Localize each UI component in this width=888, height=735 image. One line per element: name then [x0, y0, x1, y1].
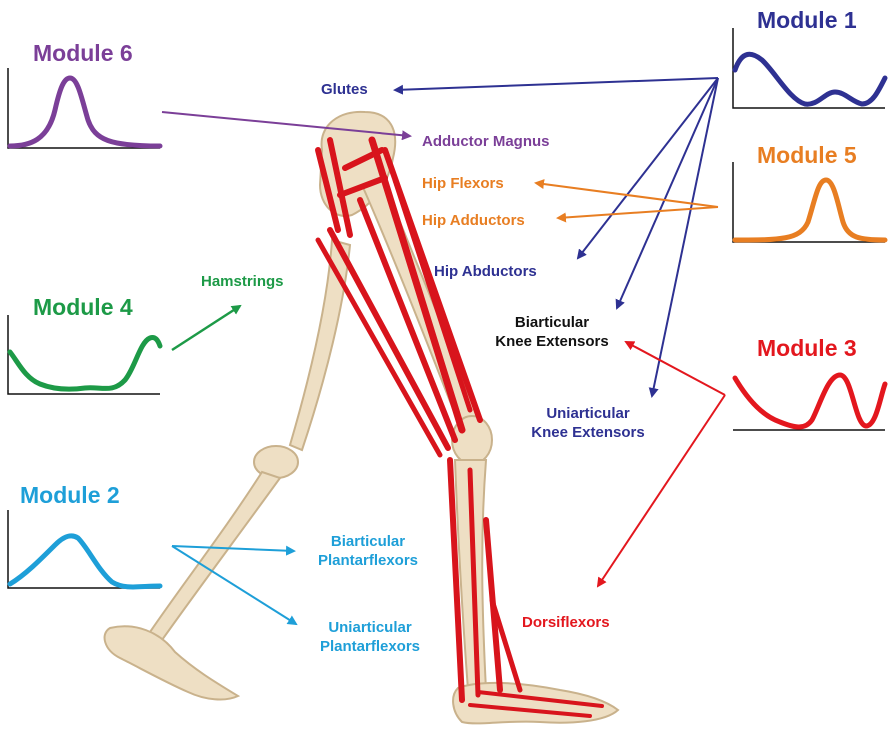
label-hip-adductors: Hip Adductors: [422, 211, 525, 230]
module-4-arrows: [172, 306, 240, 350]
label-glutes: Glutes: [321, 80, 368, 99]
label-adductor-magnus: Adductor Magnus: [422, 132, 550, 151]
module-4-activation-plot: [8, 315, 160, 394]
label-line: Uniarticular: [300, 618, 440, 637]
label-line: Knee Extensors: [522, 423, 654, 442]
label-uniarticular-knee-extensors: Uniarticular Knee Extensors: [522, 404, 654, 442]
arrow-module4-hamstrings: [172, 306, 240, 350]
activation-curve-icon: [735, 180, 885, 240]
module-1-activation-plot: [733, 28, 885, 108]
label-hip-abductors: Hip Abductors: [434, 262, 537, 281]
arrow-module3-biarticular-knee-extensors: [626, 342, 725, 395]
activation-curve-icon: [735, 375, 885, 427]
arrow-module5-hip-flexors: [536, 183, 718, 207]
module-2-activation-plot: [8, 510, 160, 588]
module-6-title: Module 6: [33, 40, 133, 67]
label-line: Uniarticular: [522, 404, 654, 423]
module-4-title: Module 4: [33, 294, 133, 321]
module-5-activation-plot: [733, 162, 885, 242]
activation-curve-icon: [10, 337, 160, 389]
label-hamstrings: Hamstrings: [201, 272, 284, 291]
module-3-arrows: [598, 342, 725, 586]
arrow-module1-hip-abductors: [578, 78, 718, 258]
module-1-title: Module 1: [757, 7, 857, 34]
back-tibia-bone: [150, 472, 280, 640]
module-5-title: Module 5: [757, 142, 857, 169]
arrow-module1-glutes: [395, 78, 718, 90]
label-line: Plantarflexors: [300, 637, 440, 656]
label-biarticular-knee-extensors: Biarticular Knee Extensors: [486, 313, 618, 351]
module-6-activation-plot: [8, 68, 160, 148]
label-line: Biarticular: [298, 532, 438, 551]
label-uniarticular-plantarflexors: Uniarticular Plantarflexors: [300, 618, 440, 656]
activation-curve-icon: [10, 78, 160, 146]
label-dorsiflexors: Dorsiflexors: [522, 613, 610, 632]
label-biarticular-plantarflexors: Biarticular Plantarflexors: [298, 532, 438, 570]
module-2-title: Module 2: [20, 482, 120, 509]
module-3-activation-plot: [733, 375, 885, 430]
arrow-module2-biarticular-plantarflexors: [172, 546, 294, 551]
back-femur-bone: [290, 240, 350, 450]
arrow-module5-hip-adductors: [558, 207, 718, 218]
label-line: Plantarflexors: [298, 551, 438, 570]
label-line: Knee Extensors: [486, 332, 618, 351]
activation-curve-icon: [10, 536, 160, 587]
module-3-title: Module 3: [757, 335, 857, 362]
arrow-module1-biarticular-knee-extensors: [617, 78, 718, 308]
label-line: Biarticular: [486, 313, 618, 332]
activation-curve-icon: [735, 54, 885, 104]
back-foot-bone: [105, 626, 238, 699]
arrow-module1-uniarticular-knee-extensors: [652, 78, 718, 396]
label-hip-flexors: Hip Flexors: [422, 174, 504, 193]
